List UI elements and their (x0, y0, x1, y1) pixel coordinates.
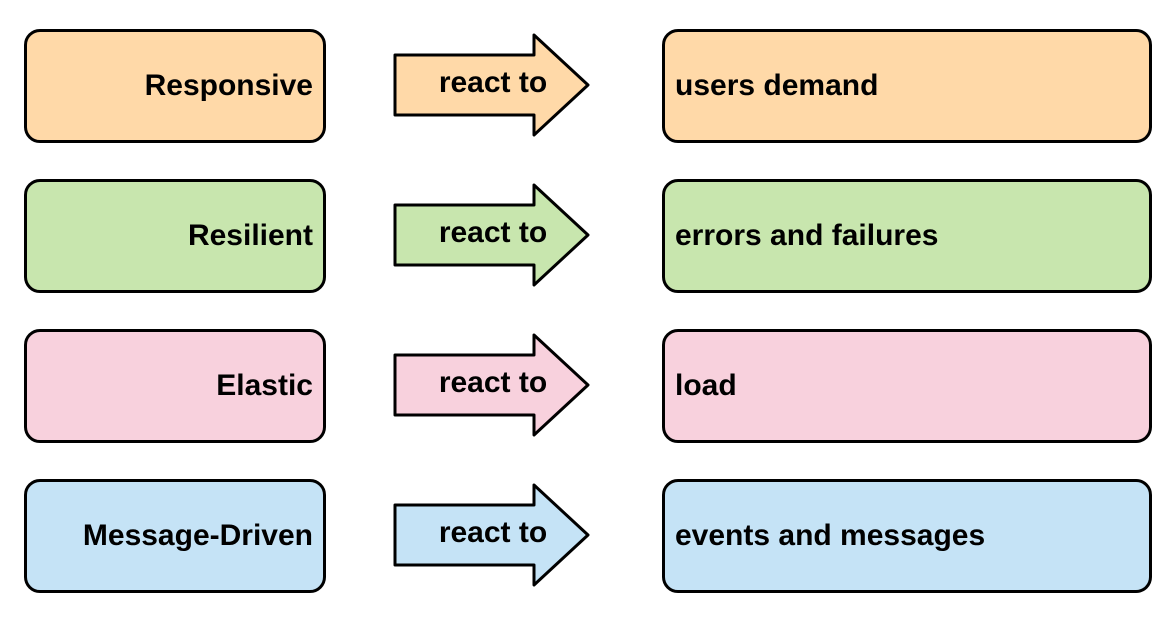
arrow-icon (393, 183, 590, 287)
trait-label: Resilient (187, 219, 313, 252)
target-box-users-demand: users demand (662, 29, 1152, 143)
arrow-icon (393, 333, 590, 437)
arrow-label: react to (438, 516, 548, 549)
target-box-events-and-messages: events and messages (662, 479, 1152, 593)
trait-label: Responsive (144, 69, 313, 102)
target-box-errors-and-failures: errors and failures (662, 179, 1152, 293)
diagram-row-responsive: Responsive react to users demand (0, 29, 1176, 149)
trait-label: Message-Driven (82, 519, 313, 552)
trait-box-resilient: Resilient (24, 179, 326, 293)
target-label: errors and failures (675, 219, 939, 252)
arrow-icon (393, 33, 590, 137)
arrow-shape: react to (392, 31, 592, 139)
diagram-row-elastic: Elastic react to load (0, 329, 1176, 449)
target-label: events and messages (675, 519, 986, 552)
target-label: users demand (675, 69, 879, 102)
target-box-load: load (662, 329, 1152, 443)
arrow-shape: react to (392, 481, 592, 589)
arrow-label: react to (438, 366, 548, 399)
arrow-icon (393, 483, 590, 587)
trait-box-elastic: Elastic (24, 329, 326, 443)
trait-box-message-driven: Message-Driven (24, 479, 326, 593)
target-label: load (675, 369, 737, 402)
arrow-shape: react to (392, 181, 592, 289)
arrow-label: react to (438, 66, 548, 99)
diagram-row-resilient: Resilient react to errors and failures (0, 179, 1176, 299)
trait-label: Elastic (216, 369, 313, 402)
arrow-shape: react to (392, 331, 592, 439)
arrow-label: react to (438, 216, 548, 249)
diagram-row-message-driven: Message-Driven react to events and messa… (0, 479, 1176, 599)
trait-box-responsive: Responsive (24, 29, 326, 143)
